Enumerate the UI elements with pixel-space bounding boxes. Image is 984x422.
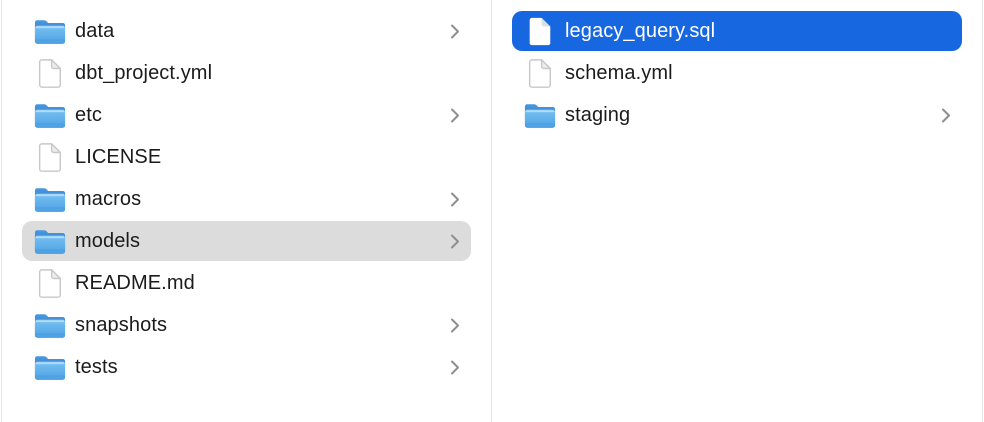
- list-item-legacy-query-sql[interactable]: legacy_query.sql: [512, 11, 962, 51]
- list-item-readme-md[interactable]: README.md: [22, 263, 471, 303]
- file-icon-box: [33, 268, 66, 298]
- column-parent[interactable]: data dbt_project.yml etc LICENSE macros …: [2, 0, 491, 422]
- chevron-right-box: [448, 23, 460, 40]
- item-label: dbt_project.yml: [75, 63, 213, 83]
- chevron-right-icon: [451, 24, 459, 38]
- item-label: staging: [565, 105, 631, 125]
- item-label: etc: [75, 105, 102, 125]
- item-label: schema.yml: [565, 63, 673, 83]
- folder-icon: [34, 355, 65, 380]
- column-divider-right[interactable]: [982, 0, 983, 422]
- chevron-right-icon: [451, 108, 459, 122]
- folder-icon: [34, 103, 65, 128]
- list-item-staging[interactable]: staging: [512, 95, 962, 135]
- folder-icon-box: [33, 313, 66, 338]
- file-icon: [38, 268, 61, 298]
- file-icon-box: [523, 58, 556, 88]
- list-item-dbt-project-yml[interactable]: dbt_project.yml: [22, 53, 471, 93]
- column-child[interactable]: legacy_query.sql schema.yml staging: [492, 0, 982, 422]
- chevron-right-icon: [451, 192, 459, 206]
- item-label: models: [75, 231, 141, 251]
- list-item-models[interactable]: models: [22, 221, 471, 261]
- file-icon: [529, 17, 551, 45]
- chevron-right-box: [448, 233, 460, 250]
- list-item-data[interactable]: data: [22, 11, 471, 51]
- folder-icon: [34, 229, 65, 254]
- chevron-right-box: [939, 107, 951, 124]
- chevron-right-box: [448, 191, 460, 208]
- list-item-tests[interactable]: tests: [22, 347, 471, 387]
- folder-icon-box: [523, 103, 556, 128]
- item-label: tests: [75, 357, 118, 377]
- file-icon: [38, 142, 61, 172]
- item-label: snapshots: [75, 315, 168, 335]
- folder-icon: [524, 103, 555, 128]
- list-item-license[interactable]: LICENSE: [22, 137, 471, 177]
- chevron-right-box: [448, 359, 460, 376]
- file-icon-box: [33, 142, 66, 172]
- list-item-etc[interactable]: etc: [22, 95, 471, 135]
- item-label: legacy_query.sql: [565, 21, 716, 41]
- list-item-schema-yml[interactable]: schema.yml: [512, 53, 962, 93]
- item-label: macros: [75, 189, 142, 209]
- chevron-right-icon: [451, 234, 459, 248]
- list-item-snapshots[interactable]: snapshots: [22, 305, 471, 345]
- chevron-right-box: [448, 107, 460, 124]
- folder-icon: [34, 187, 65, 212]
- chevron-right-box: [448, 317, 460, 334]
- folder-icon-box: [33, 103, 66, 128]
- list-item-macros[interactable]: macros: [22, 179, 471, 219]
- file-icon: [38, 58, 61, 88]
- chevron-right-icon: [451, 318, 459, 332]
- file-icon-box: [523, 17, 556, 46]
- chevron-right-icon: [451, 360, 459, 374]
- item-label: data: [75, 21, 115, 41]
- window-left-edge: [1, 0, 2, 422]
- folder-icon-box: [33, 187, 66, 212]
- file-icon: [528, 58, 551, 88]
- file-icon-box: [33, 58, 66, 88]
- folder-icon-box: [33, 355, 66, 380]
- item-label: LICENSE: [75, 147, 162, 167]
- folder-icon: [34, 19, 65, 44]
- item-label: README.md: [75, 273, 195, 293]
- folder-icon-box: [33, 19, 66, 44]
- chevron-right-icon: [942, 108, 950, 122]
- column-divider[interactable]: [491, 0, 492, 422]
- folder-icon: [34, 313, 65, 338]
- folder-icon-box: [33, 229, 66, 254]
